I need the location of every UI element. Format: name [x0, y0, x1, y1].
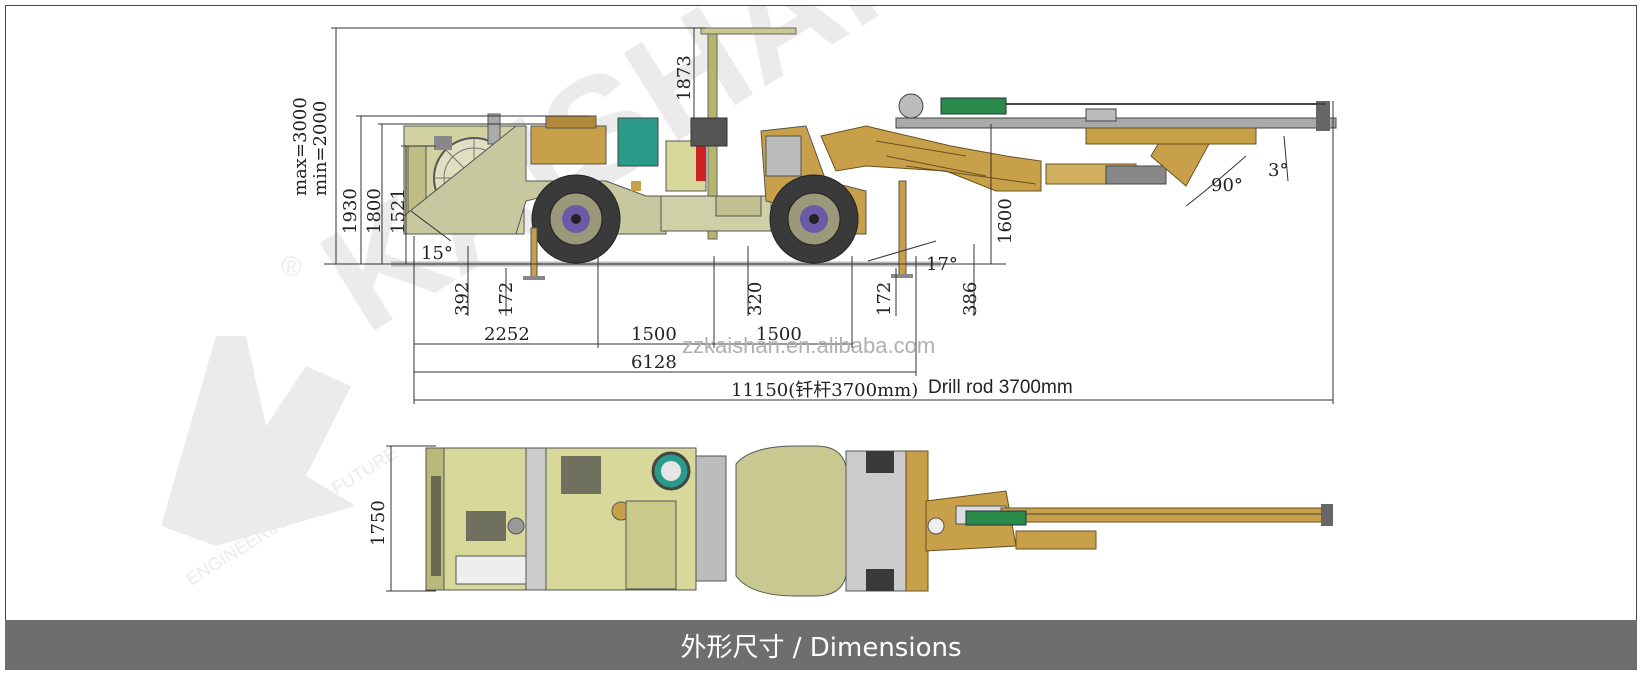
dim-1600: 1600 — [995, 198, 1016, 244]
watermark-brand: KAISHAN — [294, 6, 963, 363]
dimension-drawing: KAISHAN ENGINEERING THE FUTURE ® — [161, 6, 1337, 597]
dim-6128: 6128 — [631, 352, 677, 373]
stabilizer-jacks — [523, 180, 913, 280]
ground-dimensions — [467, 244, 975, 316]
drawing-frame: KAISHAN ENGINEERING THE FUTURE ® — [5, 5, 1637, 670]
dim-172-left: 172 — [496, 282, 517, 316]
front-angle-line — [867, 240, 937, 262]
angle-front: 17° — [926, 254, 958, 275]
length-dimensions — [413, 101, 1334, 404]
rear-angle-line — [410, 210, 452, 242]
website-watermark: zzkaishan.en.alibaba.com — [682, 333, 935, 358]
dim-1500-a: 1500 — [631, 324, 677, 345]
dim-1750: 1750 — [368, 500, 389, 546]
drill-boom — [820, 125, 1217, 192]
registered-mark: ® — [281, 251, 302, 282]
top-cabin — [735, 445, 847, 597]
front-wheel — [769, 174, 859, 264]
height-dimensions — [324, 27, 1006, 265]
feed-beam — [895, 93, 1337, 145]
dim-1500-b: 1500 — [756, 324, 802, 345]
dim-1930: 1930 — [340, 188, 361, 234]
dim-320: 320 — [745, 282, 766, 316]
dim-392: 392 — [452, 282, 473, 316]
angle-rear: 15° — [421, 243, 453, 264]
dim-11150: 11150(钎杆3700mm) — [731, 380, 918, 401]
drill-rod-note: Drill rod 3700mm — [928, 377, 1073, 398]
angle-feed: 3° — [1268, 160, 1288, 181]
dim-1873: 1873 — [674, 55, 695, 101]
top-view: 1750 — [368, 445, 1333, 597]
rear-wheel — [531, 174, 621, 264]
footer-title: 外形尺寸 / Dimensions — [680, 632, 962, 663]
dim-386: 386 — [960, 282, 981, 316]
dim-1521: 1521 — [388, 188, 409, 234]
dim-canopy-max: max=3000 — [290, 97, 311, 196]
dim-canopy-min: min=2000 — [310, 101, 331, 196]
feed-angle-line — [1283, 135, 1289, 182]
top-feed-beam — [1000, 507, 1332, 523]
dim-172-right: 172 — [874, 282, 895, 316]
footer-bar: 外形尺寸 / Dimensions — [5, 620, 1637, 670]
boom-angle-arc — [1185, 155, 1247, 207]
dim-2252: 2252 — [484, 324, 530, 345]
angle-boom: 90° — [1211, 175, 1243, 196]
dim-1800: 1800 — [364, 188, 385, 234]
side-view: max=3000 min=2000 1930 1800 1521 1873 16… — [290, 27, 1337, 404]
watermark-logo-icon — [161, 336, 356, 546]
